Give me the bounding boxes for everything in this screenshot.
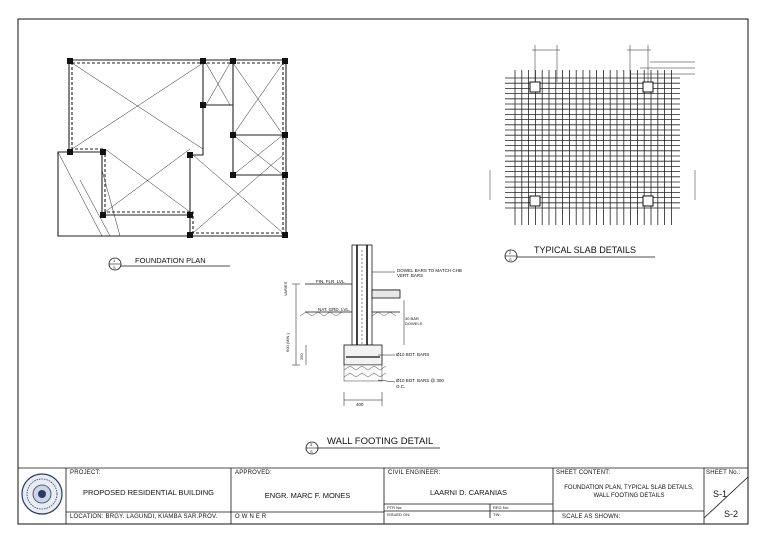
issued-label: ISSUED ON: (387, 512, 411, 517)
sheet-border (17, 18, 749, 525)
fin-flr-label: FIN. FLR. LVL. (316, 279, 346, 284)
slab-marker-sheet: S (509, 257, 512, 262)
sheet-total: S-2 (724, 509, 739, 519)
scale-label: SCALE AS SHOWN: (562, 514, 621, 520)
project-location: LOCATION: BRGY. LAGUNDI, KIAMBA SAR.PROV… (70, 514, 218, 520)
foundation-marker-sheet: S (113, 265, 116, 270)
tin-label: TIN: (493, 512, 501, 517)
bot-bars-spacing-label: Ø10 BOT. BARS @ 300 O.C. (396, 378, 444, 389)
project-name: PROPOSED RESIDENTIAL BUILDING (82, 488, 214, 497)
project-label: PROJECT: (70, 470, 101, 476)
slab-marker-num: 2 (509, 250, 512, 255)
sheet-content: FOUNDATION PLAN, TYPICAL SLAB DETAILS, W… (564, 485, 694, 499)
sheet-number: S-1 (713, 489, 728, 499)
footing-marker (305, 441, 440, 455)
bar-dowels-label: 30 BAR DOWELS (405, 316, 423, 326)
civil-engineer-label: CIVIL ENGINEER: (388, 470, 441, 476)
slab-details-title: TYPICAL SLAB DETAILS (534, 245, 637, 255)
foundation-marker-num: 1 (113, 258, 116, 263)
title-block-grid (18, 467, 749, 524)
ptr-label: PTR No: (387, 505, 403, 510)
owner-label: O W N E R (235, 514, 267, 520)
dim-250-label: 250 (299, 353, 304, 360)
footing-marker-sheet: S (310, 449, 313, 454)
approved-label: APPROVED: (235, 470, 272, 476)
engineer-seal (21, 473, 63, 515)
approver-name: ENGR. MARC F. MONES (264, 491, 351, 500)
dowel-note: DOWEL BARS TO MATCH CHB VERT. BARS (397, 268, 462, 278)
foundation-plan-title: FOUNDATION PLAN (135, 256, 206, 265)
wall-footing-title: WALL FOOTING DETAIL (327, 436, 434, 447)
bot-bars-label: Ø10 BOT. BARS (396, 352, 430, 357)
footing-width-label: 400 (356, 402, 364, 407)
reg-label: REG No: (493, 505, 510, 510)
sheet-content-label: SHEET CONTENT: (556, 470, 611, 476)
varies-label: VARIES (283, 281, 288, 296)
sheet-no-label: SHEET No.: (706, 470, 741, 476)
nat-grd-label: NAT. GRD. LVL. (318, 307, 351, 312)
engineer-name: LAARNI D. CARANIAS (429, 488, 508, 497)
foundation-plan-marker (108, 257, 230, 271)
min-depth-label: 600 (MIN.) (285, 333, 290, 352)
wall-footing-drawing (292, 244, 405, 406)
slab-marker (504, 249, 655, 263)
slab-details-drawing (489, 45, 696, 225)
footing-marker-num: 3 (310, 442, 313, 447)
foundation-plan-drawing (57, 58, 288, 238)
